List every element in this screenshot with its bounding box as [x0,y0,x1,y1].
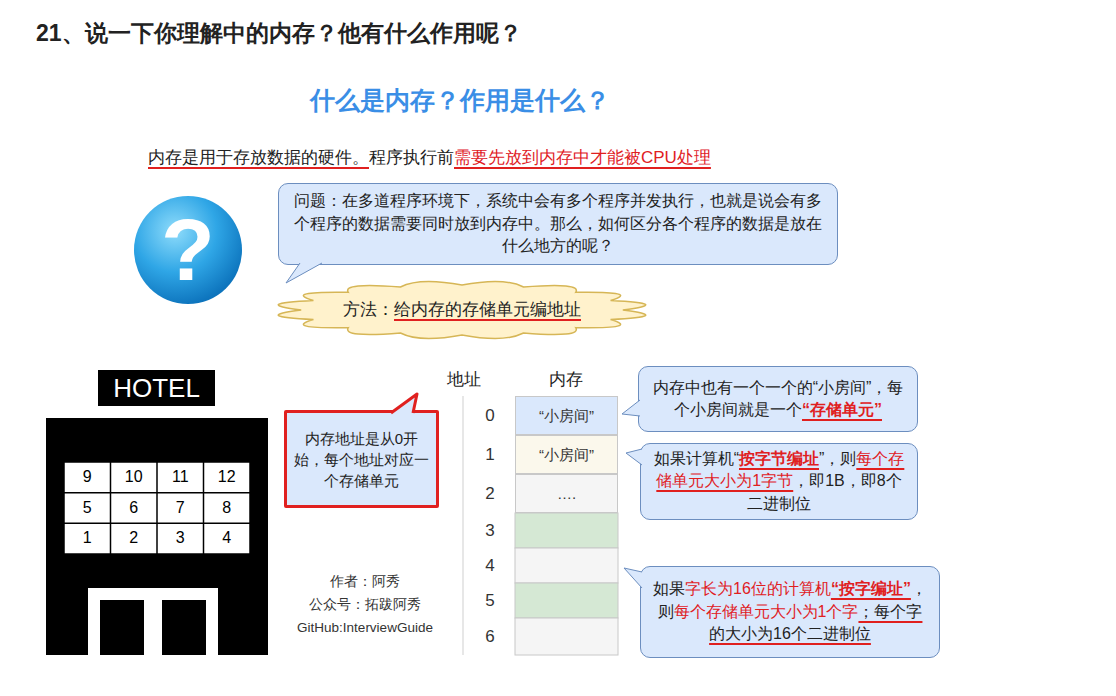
node-text: 内存中也有一个一个的“小房间”，每个小房间就是一个“存储单元” [649,377,907,422]
node-label: 给内存的存储单元编地址 [394,300,581,319]
node-text: “小房间” [539,405,594,426]
memory-cell: “小房间” [515,435,618,474]
column-header: 内存 [542,368,590,392]
column-header: 地址 [440,368,488,392]
definition-text: 内存是用于存放数据的硬件。 [148,144,369,172]
address-number: 5 [476,583,504,618]
definition-line: 内存是用于存放数据的硬件。程序执行前需要先放到内存中才能被CPU处理 [148,144,711,172]
hotel-sign: HOTEL [98,370,215,406]
address-number: 6 [476,618,504,655]
node-label: “存储单元” [802,401,882,418]
node-label: 如果计算机“ [654,450,739,467]
hotel-door [162,600,206,655]
watermark: GitHub:InterviewGuide [280,618,450,638]
hotel-door-frame [88,588,218,655]
node-label: “按字编址” [831,580,911,597]
node-label: “小房间” [539,407,594,424]
address-number: 2 [476,474,504,513]
memory-cell [515,583,618,618]
watermark: 公众号：拓跋阿秀 [280,595,450,615]
memory-cell [515,548,618,583]
room-number: 4 [204,523,251,554]
word-address-callout: 如果字长为16位的计算机“按字编址”，则每个存储单元大小为1个字；每个字的大小为… [640,566,940,658]
definition-text: 程序执行前 [369,144,454,172]
node-label: 按字节编址 [739,450,819,467]
node-label: 方法： [343,300,394,319]
node-label: 字长为16位的计算机 [685,580,831,597]
node-text: HOTEL [113,370,200,406]
node-text: 方法：给内存的存储单元编地址 [343,298,581,322]
node-label: 每个存储单元大小为1个字 [674,603,859,620]
room-number: 11 [157,462,204,493]
address-number: 4 [476,548,504,583]
room-number: 3 [157,523,204,554]
room-number: 12 [204,462,251,493]
node-label: ”，则 [819,450,856,467]
node-text: 如果计算机“按字节编址”，则每个存储单元大小为1字节，即1B，即8个二进制位 [651,448,907,515]
room-number: 2 [111,523,158,554]
node-text: 如果字长为16位的计算机“按字编址”，则每个存储单元大小为1个字；每个字的大小为… [651,578,929,645]
storage-unit-callout: 内存中也有一个一个的“小房间”，每个小房间就是一个“存储单元” [638,366,918,432]
page-title: 21、说一下你理解中的内存？他有什么作用呢？ [36,16,522,50]
definition-text: 需要先放到内存中才能被CPU处理 [454,144,711,172]
memory-cell: …. [515,474,618,513]
node-text: 内存地址是从0开始，每个地址对应一个存储单元 [293,428,430,491]
address-number: 3 [476,513,504,548]
node-label: ? [161,200,215,299]
node-text: ? [161,206,215,294]
node-text: …. [557,483,576,504]
watermark: 作者：阿秀 [280,572,450,592]
hotel-windows [64,462,250,554]
figure-heading: 什么是内存？作用是什么？ [245,82,675,118]
method-cloud: 方法：给内存的存储单元编地址 [272,278,652,342]
memory-cell [515,513,618,548]
room-number: 9 [64,462,111,493]
node-label: 内存地址是从0开始，每个地址对应一个存储单元 [294,430,429,489]
room-number: 5 [64,493,111,524]
room-number: 1 [64,523,111,554]
question-icon: ? [133,195,243,305]
node-label: …. [557,485,576,502]
node-label: HOTEL [113,373,200,403]
node-text: “小房间” [539,444,594,465]
window-grid [64,462,250,554]
node-label: 问题：在多道程序环境下，系统中会有多个程序并发执行，也就是说会有多个程序的数据需… [294,192,822,254]
memory-cell [515,618,618,655]
hotel-building [46,418,268,655]
room-number: 6 [111,493,158,524]
address-number: 1 [476,435,504,474]
address-number: 0 [476,396,504,435]
byte-address-callout: 如果计算机“按字节编址”，则每个存储单元大小为1字节，即1B，即8个二进制位 [640,443,918,520]
memory-cell: “小房间” [515,396,618,435]
address-callout: 内存地址是从0开始，每个地址对应一个存储单元 [284,410,439,508]
callout-tail [638,366,918,432]
node-label: “小房间” [539,446,594,463]
room-number: 8 [204,493,251,524]
question-bubble: 问题：在多道程序环境下，系统中会有多个程序并发执行，也就是说会有多个程序的数据需… [278,183,838,265]
hotel-door [100,600,144,655]
room-number: 10 [111,462,158,493]
room-number: 7 [157,493,204,524]
node-label: 如果 [653,580,685,597]
node-text: 问题：在多道程序环境下，系统中会有多个程序并发执行，也就是说会有多个程序的数据需… [293,190,823,257]
address-axis [463,396,464,655]
